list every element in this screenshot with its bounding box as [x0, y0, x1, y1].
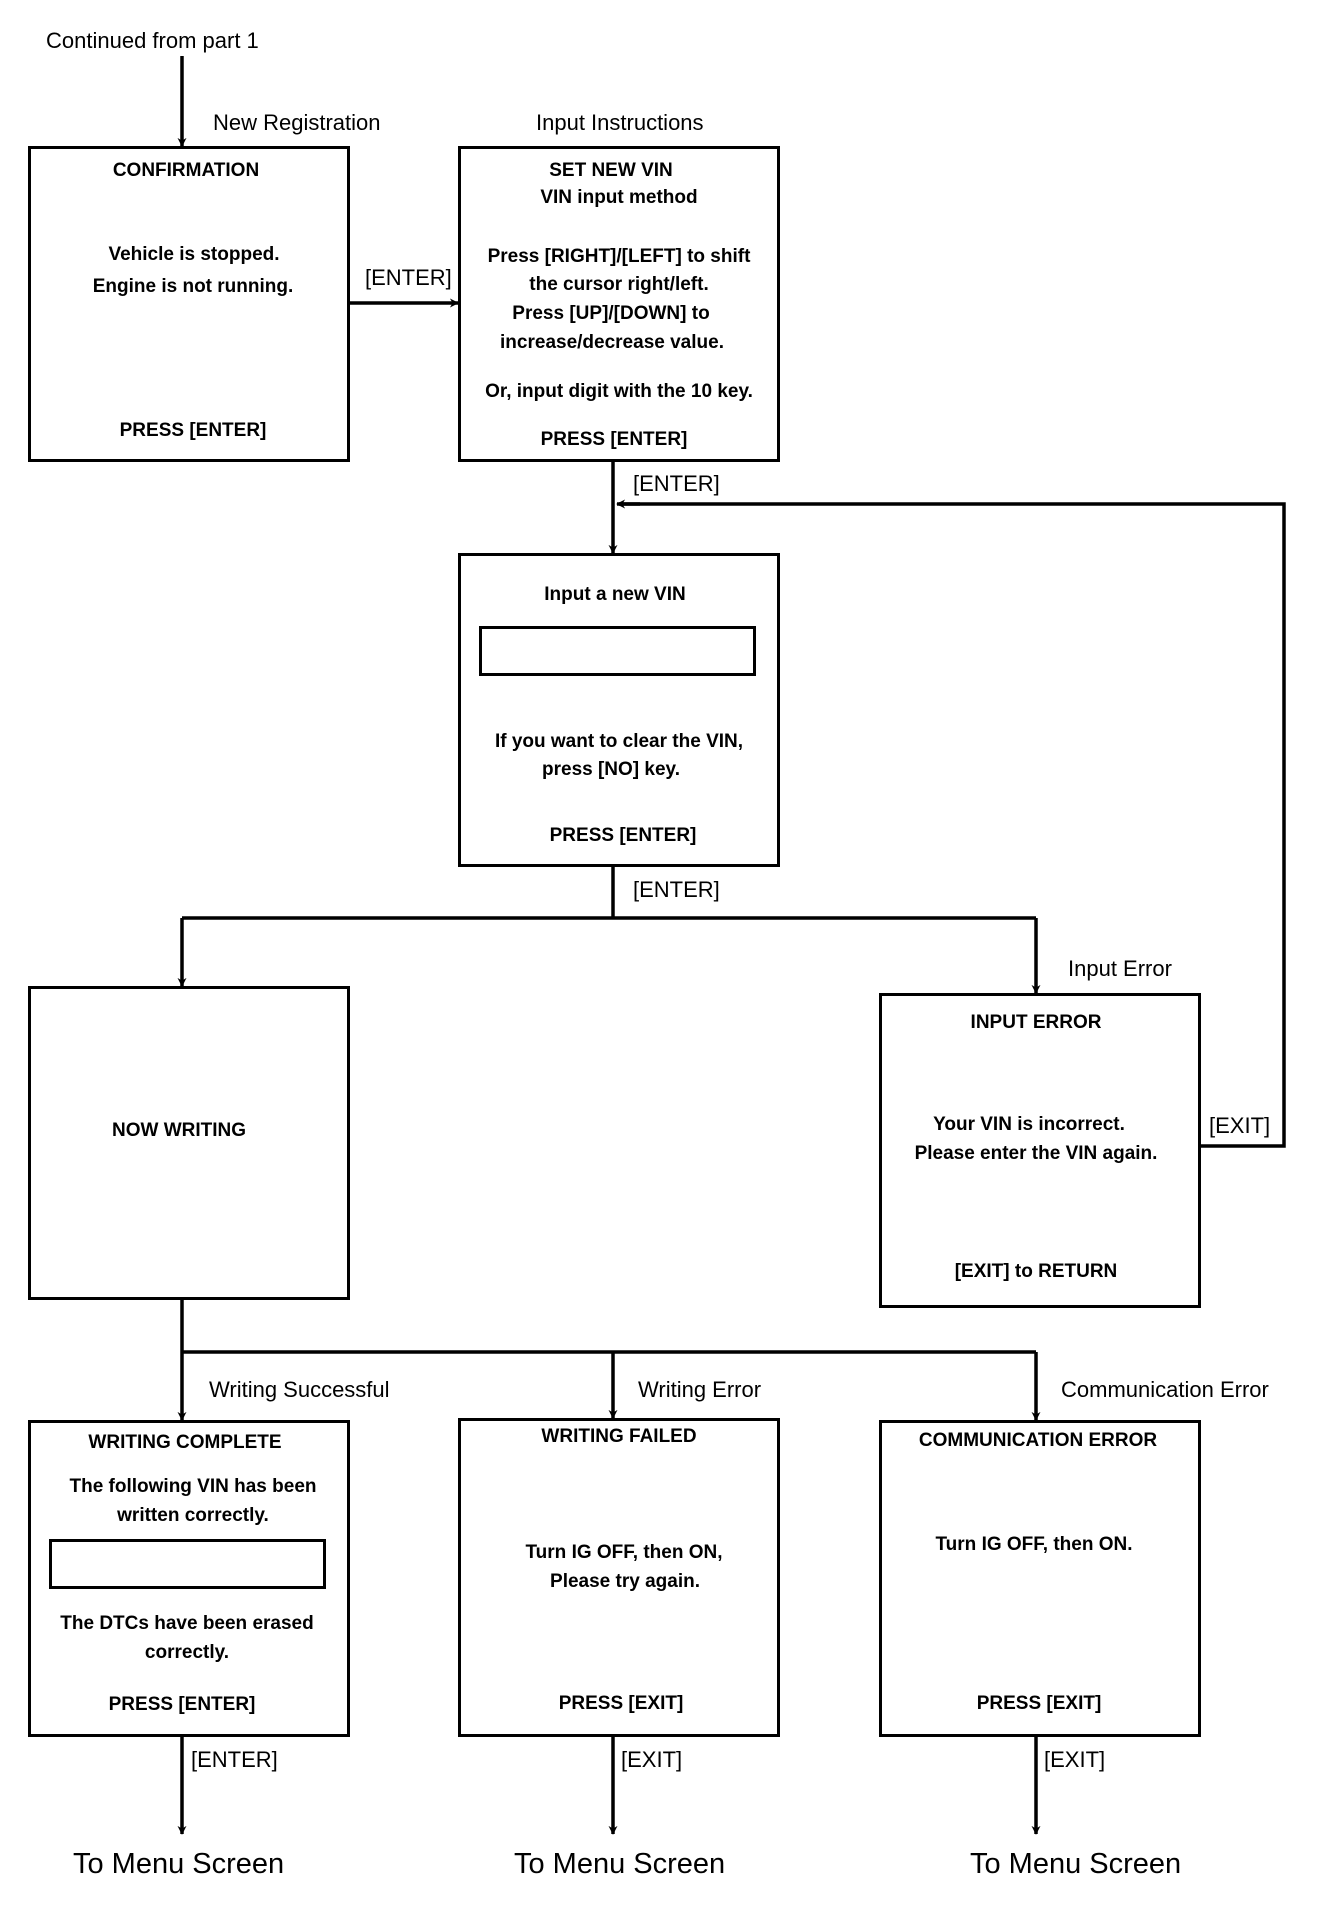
confirmation-line1: Vehicle is stopped.	[108, 244, 280, 265]
writing-complete-title: WRITING COMPLETE	[88, 1432, 282, 1453]
edge-label-communication-error: Communication Error	[1061, 1377, 1269, 1402]
screen-writing-failed	[458, 1418, 780, 1737]
set-vin-line1: Press [RIGHT]/[LEFT] to shift	[487, 246, 751, 267]
destination-menu-1: To Menu Screen	[73, 1848, 285, 1880]
set-vin-line2: the cursor right/left.	[529, 274, 709, 295]
input-error-line1: Your VIN is incorrect.	[933, 1114, 1125, 1135]
continued-label: Continued from part 1	[46, 28, 259, 53]
writing-failed-line1: Turn IG OFF, then ON,	[525, 1542, 723, 1563]
confirmation-title: CONFIRMATION	[112, 160, 260, 181]
screen-input-error	[879, 993, 1201, 1308]
input-error-action: [EXIT] to RETURN	[954, 1261, 1118, 1282]
set-vin-subtitle: VIN input method	[540, 187, 698, 208]
screen-communication-error	[879, 1420, 1201, 1737]
set-vin-line5: Or, input digit with the 10 key.	[485, 381, 753, 402]
screen-now-writing	[28, 986, 350, 1300]
writing-complete-line4: correctly.	[144, 1642, 230, 1663]
writing-failed-action: PRESS [EXIT]	[558, 1693, 684, 1714]
writing-complete-line1: The following VIN has been	[69, 1476, 317, 1497]
edge-label-enter-input-vin: [ENTER]	[633, 877, 720, 902]
input-error-line2: Please enter the VIN again.	[914, 1143, 1158, 1164]
now-writing-title: NOW WRITING	[111, 1120, 247, 1141]
edge-label-exit-failed: [EXIT]	[621, 1747, 683, 1772]
edge-label-enter-confirm: [ENTER]	[365, 265, 452, 290]
comm-error-title: COMMUNICATION ERROR	[918, 1430, 1158, 1451]
edge-label-writing-error: Writing Error	[638, 1377, 762, 1402]
edge-label-input-error: Input Error	[1068, 956, 1172, 981]
destination-menu-2: To Menu Screen	[514, 1848, 726, 1880]
writing-failed-line2: Please try again.	[550, 1571, 700, 1592]
input-vin-action: PRESS [ENTER]	[549, 825, 697, 846]
set-vin-line4: increase/decrease value.	[500, 332, 724, 353]
input-vin-title: Input a new VIN	[544, 584, 686, 605]
set-vin-title: SET NEW VIN	[549, 160, 673, 181]
edge-label-enter-complete: [ENTER]	[191, 1747, 278, 1772]
edge-label-new-registration: New Registration	[213, 110, 381, 135]
vin-input-field[interactable]	[479, 626, 756, 676]
screen-set-new-vin	[458, 146, 780, 462]
screen-confirmation	[28, 146, 350, 462]
edge-label-exit-input-error: [EXIT]	[1209, 1113, 1271, 1138]
set-vin-action: PRESS [ENTER]	[540, 429, 688, 450]
input-error-title: INPUT ERROR	[970, 1012, 1102, 1033]
edge-label-input-instructions: Input Instructions	[536, 110, 704, 135]
writing-failed-title: WRITING FAILED	[541, 1426, 697, 1447]
destination-menu-3: To Menu Screen	[970, 1848, 1182, 1880]
writing-complete-line3: The DTCs have been erased	[60, 1613, 314, 1634]
confirmation-line2: Engine is not running.	[92, 276, 294, 297]
comm-error-line1: Turn IG OFF, then ON.	[935, 1534, 1133, 1555]
edge-label-writing-successful: Writing Successful	[209, 1377, 390, 1402]
edge-label-exit-comm: [EXIT]	[1044, 1747, 1106, 1772]
input-vin-line2: press [NO] key.	[542, 759, 680, 780]
screen-input-vin	[458, 553, 780, 867]
written-vin-field	[49, 1539, 326, 1589]
confirmation-action: PRESS [ENTER]	[119, 420, 267, 441]
edge-label-enter-set-vin: [ENTER]	[633, 471, 720, 496]
input-vin-line1: If you want to clear the VIN,	[494, 731, 744, 752]
writing-complete-line2: written correctly.	[117, 1505, 269, 1526]
set-vin-line3: Press [UP]/[DOWN] to	[512, 303, 710, 324]
arrow-exit-loop	[619, 502, 1286, 1148]
comm-error-action: PRESS [EXIT]	[976, 1693, 1102, 1714]
writing-complete-action: PRESS [ENTER]	[108, 1694, 256, 1715]
